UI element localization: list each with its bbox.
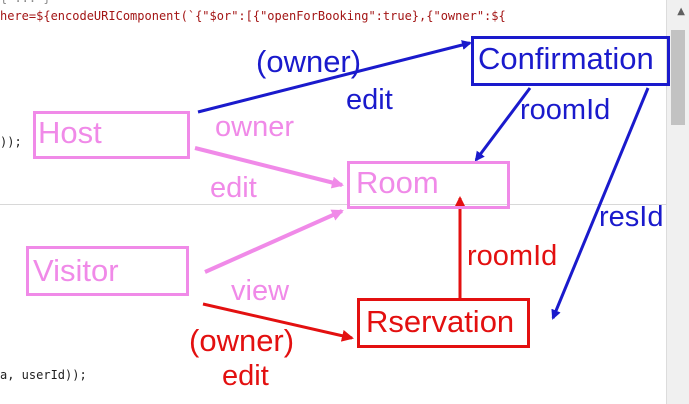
arrow-host-to-room — [194, 146, 344, 189]
edge-label-edit: edit — [222, 360, 269, 392]
node-host-label: Host — [38, 115, 102, 150]
arrow-host-to-confirmation — [197, 40, 472, 114]
edge-label-roomid: roomId — [467, 240, 558, 272]
scrollbar-thumb[interactable] — [671, 30, 685, 125]
node-confirmation-label: Confirmation — [478, 41, 654, 76]
node-room — [347, 161, 510, 209]
arrow-visitor-to-reservation — [202, 302, 354, 342]
editor-divider — [0, 204, 667, 205]
edge-label-owner: owner — [215, 111, 294, 143]
code-line: )); — [0, 135, 22, 149]
editor-scrollbar[interactable]: ▲ — [666, 0, 689, 404]
edge-label-edit: edit — [210, 172, 257, 204]
edge-label-owner-paren: (owner) — [189, 323, 295, 358]
code-line-partial: { ... } — [0, 0, 51, 5]
arrow-confirmation-to-room — [474, 87, 532, 162]
code-line: a, userId)); — [0, 368, 87, 382]
arrow-visitor-to-room — [204, 209, 344, 274]
node-visitor-label: Visitor — [33, 253, 119, 288]
edge-label-owner-paren: (owner) — [256, 44, 362, 79]
node-room-label: Room — [356, 165, 439, 200]
node-confirmation — [471, 36, 670, 86]
scroll-up-icon[interactable]: ▲ — [677, 6, 685, 17]
node-reservation — [357, 298, 530, 348]
edge-label-resid: resId — [599, 201, 664, 233]
node-host — [33, 111, 190, 159]
edge-label-edit: edit — [346, 84, 393, 116]
edge-label-roomid: roomId — [520, 94, 611, 126]
edge-label-view: view — [231, 275, 290, 307]
node-reservation-label: Rservation — [366, 304, 515, 339]
code-line: here=${encodeURIComponent(`{"$or":[{"ope… — [0, 9, 506, 23]
arrow-confirmation-to-reservation — [551, 87, 650, 320]
node-visitor — [26, 246, 189, 296]
